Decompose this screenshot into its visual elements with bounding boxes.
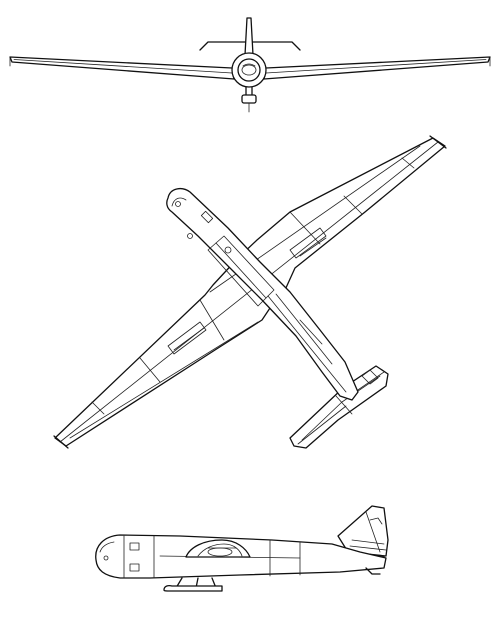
front-left-wing — [9, 56, 235, 80]
plan-canopy-knob — [224, 246, 232, 254]
front-skid — [241, 86, 257, 113]
plan-fuselage — [166, 187, 359, 401]
front-vertical-fin — [244, 17, 254, 56]
plan-view — [53, 135, 447, 449]
side-canopy — [185, 539, 251, 558]
front-view — [9, 17, 491, 113]
plan-right-airbrake — [289, 227, 327, 259]
front-fuselage — [231, 52, 267, 88]
plan-wing — [53, 135, 447, 449]
plan-left-airbrake — [167, 321, 207, 355]
front-right-wing — [263, 56, 491, 80]
side-view — [95, 505, 389, 592]
plan-tailplane — [289, 365, 389, 449]
side-tail-bumper — [365, 567, 381, 575]
plan-cockpit-canopy — [207, 235, 275, 307]
side-skid — [163, 577, 223, 592]
